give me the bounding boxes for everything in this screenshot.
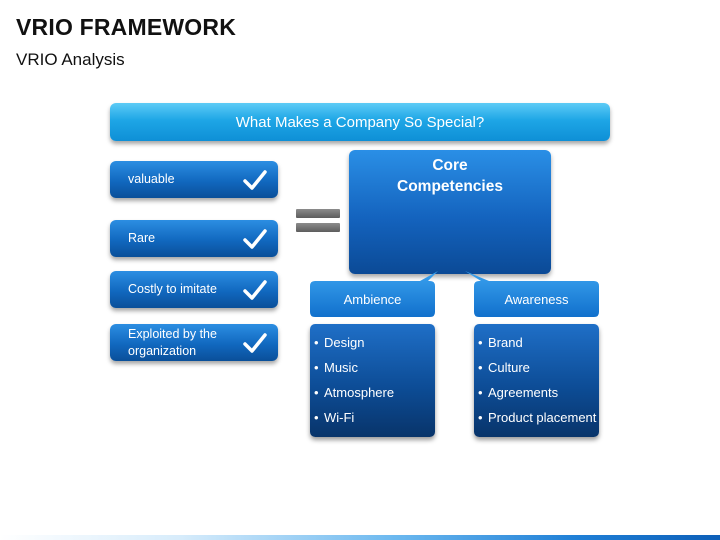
list-item: •Atmosphere <box>314 385 395 400</box>
slide-subtitle: VRIO Analysis <box>16 50 125 69</box>
criteria-exploited: Exploited by the organization <box>110 324 278 361</box>
question-banner: What Makes a Company So Special? <box>110 103 610 141</box>
equals-sign-top <box>296 209 340 218</box>
ambience-list: •Design •Music •Atmosphere •Wi-Fi <box>310 324 435 437</box>
list-item: •Music <box>314 360 358 375</box>
question-banner-text: What Makes a Company So Special? <box>235 113 485 131</box>
list-item: •Wi-Fi <box>314 410 355 425</box>
list-item: •Product placement <box>478 410 597 425</box>
equals-sign-bottom <box>296 223 340 232</box>
core-title-line2: Competencies <box>397 178 503 195</box>
criteria-label: valuable <box>128 172 175 186</box>
criteria-rare: Rare <box>110 220 278 257</box>
criteria-label: Rare <box>128 231 156 245</box>
slide-title: VRIO FRAMEWORK <box>16 14 237 40</box>
criteria-costly-to-imitate: Costly to imitate <box>110 271 278 308</box>
list-item: •Agreements <box>478 385 559 400</box>
awareness-label: Awareness <box>504 291 569 307</box>
checkmark-icon <box>243 228 267 249</box>
criteria-valuable: valuable <box>110 161 278 198</box>
checkmark-icon <box>243 169 267 190</box>
checkmark-icon <box>243 279 267 300</box>
awareness-callout: Awareness <box>465 271 599 317</box>
list-item: •Culture <box>478 360 530 375</box>
criteria-label: Exploited by the organization <box>128 326 217 358</box>
list-item: •Brand <box>478 335 523 350</box>
criteria-label: Costly to imitate <box>128 282 217 296</box>
core-title-line1: Core <box>432 157 468 174</box>
awareness-list: •Brand •Culture •Agreements •Product pla… <box>474 324 599 437</box>
list-item: •Design <box>314 335 365 350</box>
checkmark-icon <box>243 332 267 353</box>
core-competencies-box: Core Competencies <box>349 150 551 274</box>
awareness-callout-shape <box>465 271 599 317</box>
bottom-accent-strip <box>0 535 720 540</box>
ambience-label: Ambience <box>343 291 402 307</box>
ambience-callout: Ambience <box>310 271 438 317</box>
ambience-callout-shape <box>310 271 438 317</box>
